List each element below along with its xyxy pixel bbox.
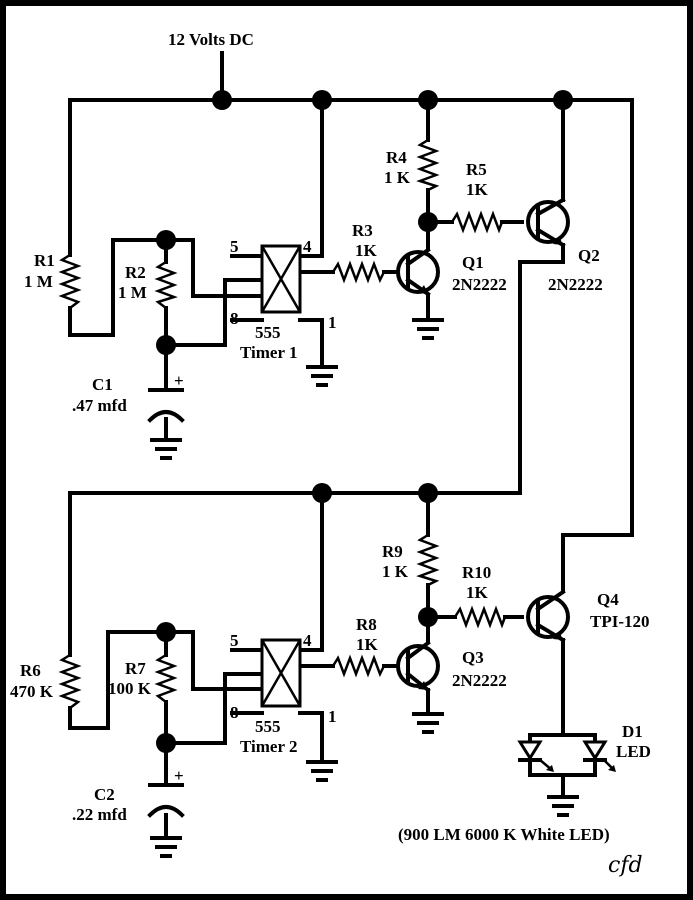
r8-name: R8 <box>356 615 377 634</box>
d1-name: D1 <box>622 722 643 741</box>
c1-value: .47 mfd <box>72 396 127 415</box>
led-d1 <box>517 740 616 772</box>
resistor-r2 <box>154 260 178 309</box>
q2-part: 2N2222 <box>548 275 603 294</box>
c2-value: .22 mfd <box>72 805 127 824</box>
stage2-wiring <box>68 491 597 840</box>
r6-name: R6 <box>20 661 41 680</box>
q3-name: Q3 <box>462 648 484 667</box>
timer2-part: 555 <box>255 717 281 736</box>
resistor-r6 <box>58 653 82 709</box>
r5-name: R5 <box>466 160 487 179</box>
resistor-r9 <box>416 533 440 587</box>
junction-dots <box>156 90 573 753</box>
c2-polarity: + <box>174 766 184 785</box>
resistor-r7 <box>154 653 178 703</box>
capacitor-c1 <box>147 388 185 423</box>
resistor-r5 <box>450 210 504 234</box>
timer2-pin1: 1 <box>328 707 337 726</box>
r4-value: 1 K <box>384 168 411 187</box>
c1-polarity: + <box>174 371 184 390</box>
timer1-pin4: 4 <box>303 237 312 256</box>
transistor-q2 <box>526 197 570 248</box>
signature: cfd <box>608 853 643 878</box>
transistor-q3 <box>396 640 440 693</box>
r6-value: 470 K <box>10 682 54 701</box>
d1-type: LED <box>616 742 651 761</box>
timer2-name: Timer 2 <box>240 737 297 756</box>
r2-value: 1 M <box>118 283 147 302</box>
r2-name: R2 <box>125 263 146 282</box>
r5-value: 1K <box>466 180 489 199</box>
r1-value: 1 M <box>24 272 53 291</box>
timer1-pin8: 8 <box>230 309 239 328</box>
q4-part: TPI-120 <box>590 612 650 631</box>
c1-name: C1 <box>92 375 113 394</box>
timer1-name: Timer 1 <box>240 343 297 362</box>
r3-value: 1K <box>355 241 378 260</box>
ground-symbols <box>150 318 579 858</box>
timer1-pin1: 1 <box>328 313 337 332</box>
resistor-r10 <box>453 605 507 629</box>
r4-name: R4 <box>386 148 407 167</box>
resistor-r4 <box>416 138 440 192</box>
resistor-r1 <box>58 253 82 309</box>
timer2-chip <box>260 638 302 708</box>
r1-name: R1 <box>34 251 55 270</box>
timer1-chip <box>260 244 302 314</box>
r9-name: R9 <box>382 542 403 561</box>
r9-value: 1 K <box>382 562 409 581</box>
capacitor-c2 <box>147 783 185 818</box>
timer1-pin5: 5 <box>230 237 239 256</box>
r7-value: 100 K <box>108 679 152 698</box>
c2-name: C2 <box>94 785 115 804</box>
transistor-q1 <box>396 247 440 297</box>
q3-part: 2N2222 <box>452 671 507 690</box>
transistor-q4 <box>526 589 570 643</box>
r10-value: 1K <box>466 583 489 602</box>
q4-name: Q4 <box>597 590 619 609</box>
timer1-part: 555 <box>255 323 281 342</box>
led-note: (900 LM 6000 K White LED) <box>398 825 610 844</box>
resistor-r3 <box>331 260 386 284</box>
supply-label: 12 Volts DC <box>168 30 254 49</box>
timer2-pin4: 4 <box>303 631 312 650</box>
timer2-pin8: 8 <box>230 703 239 722</box>
resistor-r8 <box>331 654 386 678</box>
stage1-wiring <box>68 51 634 592</box>
r7-name: R7 <box>125 659 146 678</box>
q1-part: 2N2222 <box>452 275 507 294</box>
r8-value: 1K <box>356 635 379 654</box>
q2-name: Q2 <box>578 246 600 265</box>
q1-name: Q1 <box>462 253 484 272</box>
r10-name: R10 <box>462 563 491 582</box>
r3-name: R3 <box>352 221 373 240</box>
timer2-pin5: 5 <box>230 631 239 650</box>
